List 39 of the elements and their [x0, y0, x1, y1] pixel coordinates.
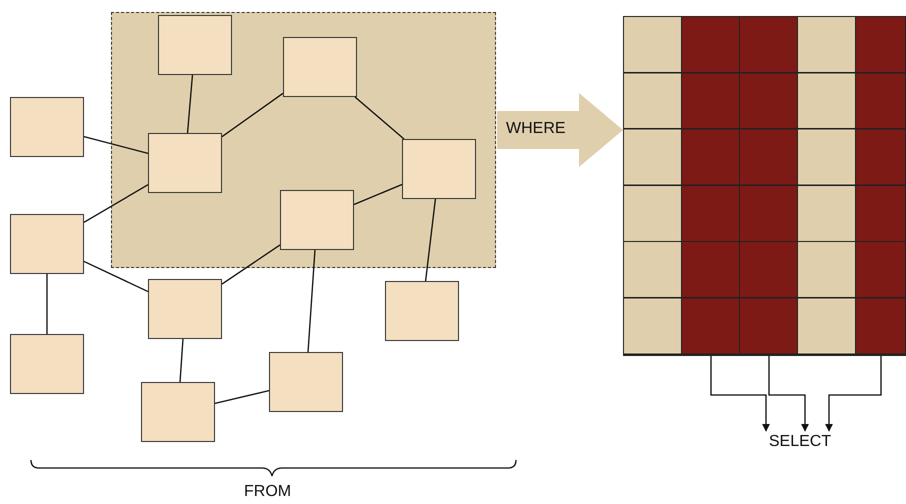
table-column	[740, 17, 798, 355]
connector-line	[424, 198, 436, 282]
block-arrow	[497, 93, 623, 167]
node-box	[280, 190, 354, 250]
selection-region	[111, 12, 496, 268]
connector-line	[214, 390, 270, 404]
node-box	[10, 334, 84, 394]
node-box	[269, 352, 343, 412]
connector-line	[307, 250, 316, 352]
node-box	[283, 37, 357, 97]
connector-line	[354, 96, 404, 140]
connector-line	[222, 244, 280, 285]
brace-label: FROM	[244, 483, 292, 501]
node-box	[141, 382, 215, 442]
node-box	[148, 279, 222, 339]
arrow	[768, 355, 809, 432]
node-box	[158, 15, 232, 75]
table-column	[624, 17, 682, 355]
arrow	[710, 355, 770, 432]
table-column	[856, 17, 906, 355]
connector-line	[46, 274, 48, 334]
table-column	[682, 17, 740, 355]
connector-line	[84, 136, 148, 154]
arrow	[825, 355, 882, 432]
edge-label: WHERE	[506, 120, 566, 138]
connector-line	[186, 74, 194, 134]
node-box	[385, 281, 459, 341]
table-column	[798, 17, 856, 355]
node-box	[10, 214, 84, 274]
connector-line	[222, 92, 284, 138]
output-label: SELECT	[762, 433, 838, 451]
connector-line	[84, 260, 148, 292]
connector-line	[84, 184, 148, 223]
node-box	[402, 139, 476, 199]
node-box	[10, 97, 84, 157]
data-table	[624, 17, 906, 355]
node-box	[148, 133, 222, 193]
connector-line	[179, 338, 184, 382]
connector-line	[354, 184, 402, 206]
